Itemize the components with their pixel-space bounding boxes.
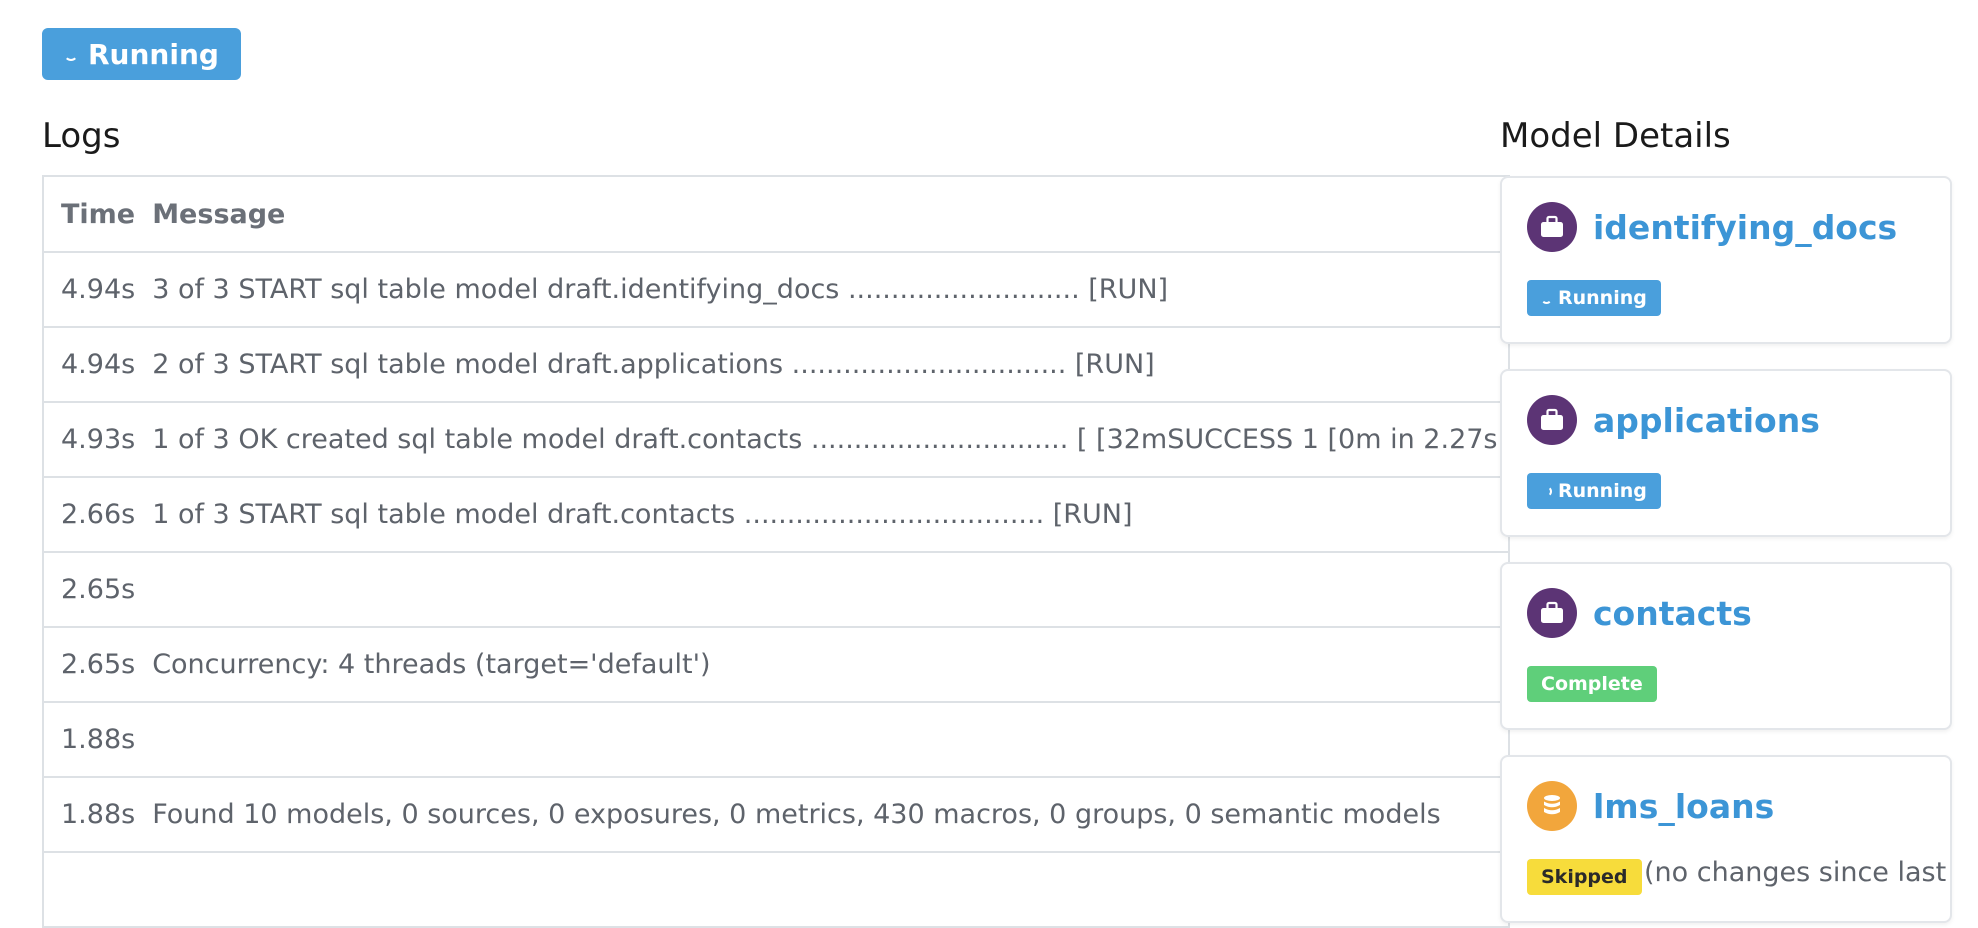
status-badge: Running [1527,473,1661,509]
log-row: 1.88s Found 10 models, 0 sources, 0 expo… [43,776,1510,852]
model-link[interactable]: applications [1593,400,1820,440]
log-time: 1.88s [43,776,136,852]
model-link[interactable]: contacts [1593,593,1752,633]
log-time [43,851,136,927]
database-icon [1527,781,1577,831]
model-card-applications: applications Running [1500,369,1952,537]
model-card-lms-loans: lms_loans Skipped (no changes since last [1500,755,1952,923]
status-badge-label: Running [1558,287,1647,309]
log-time: 4.94s [43,326,136,402]
log-row: 4.94s 3 of 3 START sql table model draft… [43,251,1510,327]
column-header-message: Message [152,198,286,230]
status-badge: Skipped [1527,859,1642,895]
log-message: 3 of 3 START sql table model draft.ident… [135,251,1510,327]
log-message [135,701,1510,777]
column-header-time: Time [61,198,136,230]
logs-header-row: Time Message [43,176,1509,252]
model-card-identifying-docs: identifying_docs Running [1500,176,1952,344]
log-time: 4.93s [43,401,136,477]
log-time: 1.88s [43,701,136,777]
status-badge-label: Complete [1541,673,1643,695]
status-badge-label: Running [1558,480,1647,502]
run-status-label: Running [88,37,219,71]
log-message: 1 of 3 START sql table model draft.conta… [135,476,1510,552]
log-time: 2.65s [43,626,136,702]
log-message: 2 of 3 START sql table model draft.appli… [135,326,1510,402]
spinner-icon [1541,485,1552,497]
log-message: 1 of 3 OK created sql table model draft.… [135,401,1510,477]
model-card-contacts: contacts Complete [1500,562,1952,730]
log-time: 4.94s [43,251,136,327]
log-row [43,851,1510,927]
log-message: Concurrency: 4 threads (target='default'… [135,626,1510,702]
status-badge-label: Skipped [1541,866,1628,888]
log-row: 4.94s 2 of 3 START sql table model draft… [43,326,1510,402]
spinner-icon [64,47,78,61]
briefcase-icon [1527,588,1577,638]
log-message [135,551,1510,627]
log-message: Found 10 models, 0 sources, 0 exposures,… [135,776,1510,852]
model-link[interactable]: lms_loans [1593,786,1775,826]
log-time: 2.65s [43,551,136,627]
briefcase-icon [1527,395,1577,445]
status-badge: Complete [1527,666,1657,702]
briefcase-icon [1527,202,1577,252]
log-time: 2.66s [43,476,136,552]
status-badge: Running [1527,280,1661,316]
logs-table: Time Message 4.94s 3 of 3 START sql tabl… [42,175,1511,928]
log-row: 2.65s [43,551,1510,627]
model-details-heading: Model Details [1500,116,1731,156]
logs-heading: Logs [42,116,121,156]
run-status-badge: Running [42,28,241,80]
log-row: 2.66s 1 of 3 START sql table model draft… [43,476,1510,552]
skip-reason: (no changes since last [1644,857,1947,888]
model-link[interactable]: identifying_docs [1593,207,1898,247]
spinner-icon [1541,293,1552,304]
log-row: 4.93s 1 of 3 OK created sql table model … [43,401,1510,477]
log-row: 1.88s [43,701,1510,777]
log-message [135,851,1510,927]
log-row: 2.65s Concurrency: 4 threads (target='de… [43,626,1510,702]
